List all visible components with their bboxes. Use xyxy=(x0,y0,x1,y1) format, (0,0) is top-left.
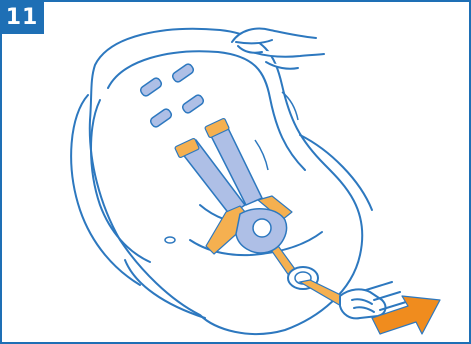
slot xyxy=(171,63,195,84)
shoulder-straps xyxy=(178,124,262,215)
step-number: 11 xyxy=(0,0,44,34)
buckle-button xyxy=(253,219,271,237)
slot xyxy=(181,94,205,115)
slot xyxy=(149,108,173,129)
buckle xyxy=(236,209,286,253)
harness-slots xyxy=(139,63,205,129)
hand-icon xyxy=(232,29,324,69)
slot xyxy=(139,77,163,98)
